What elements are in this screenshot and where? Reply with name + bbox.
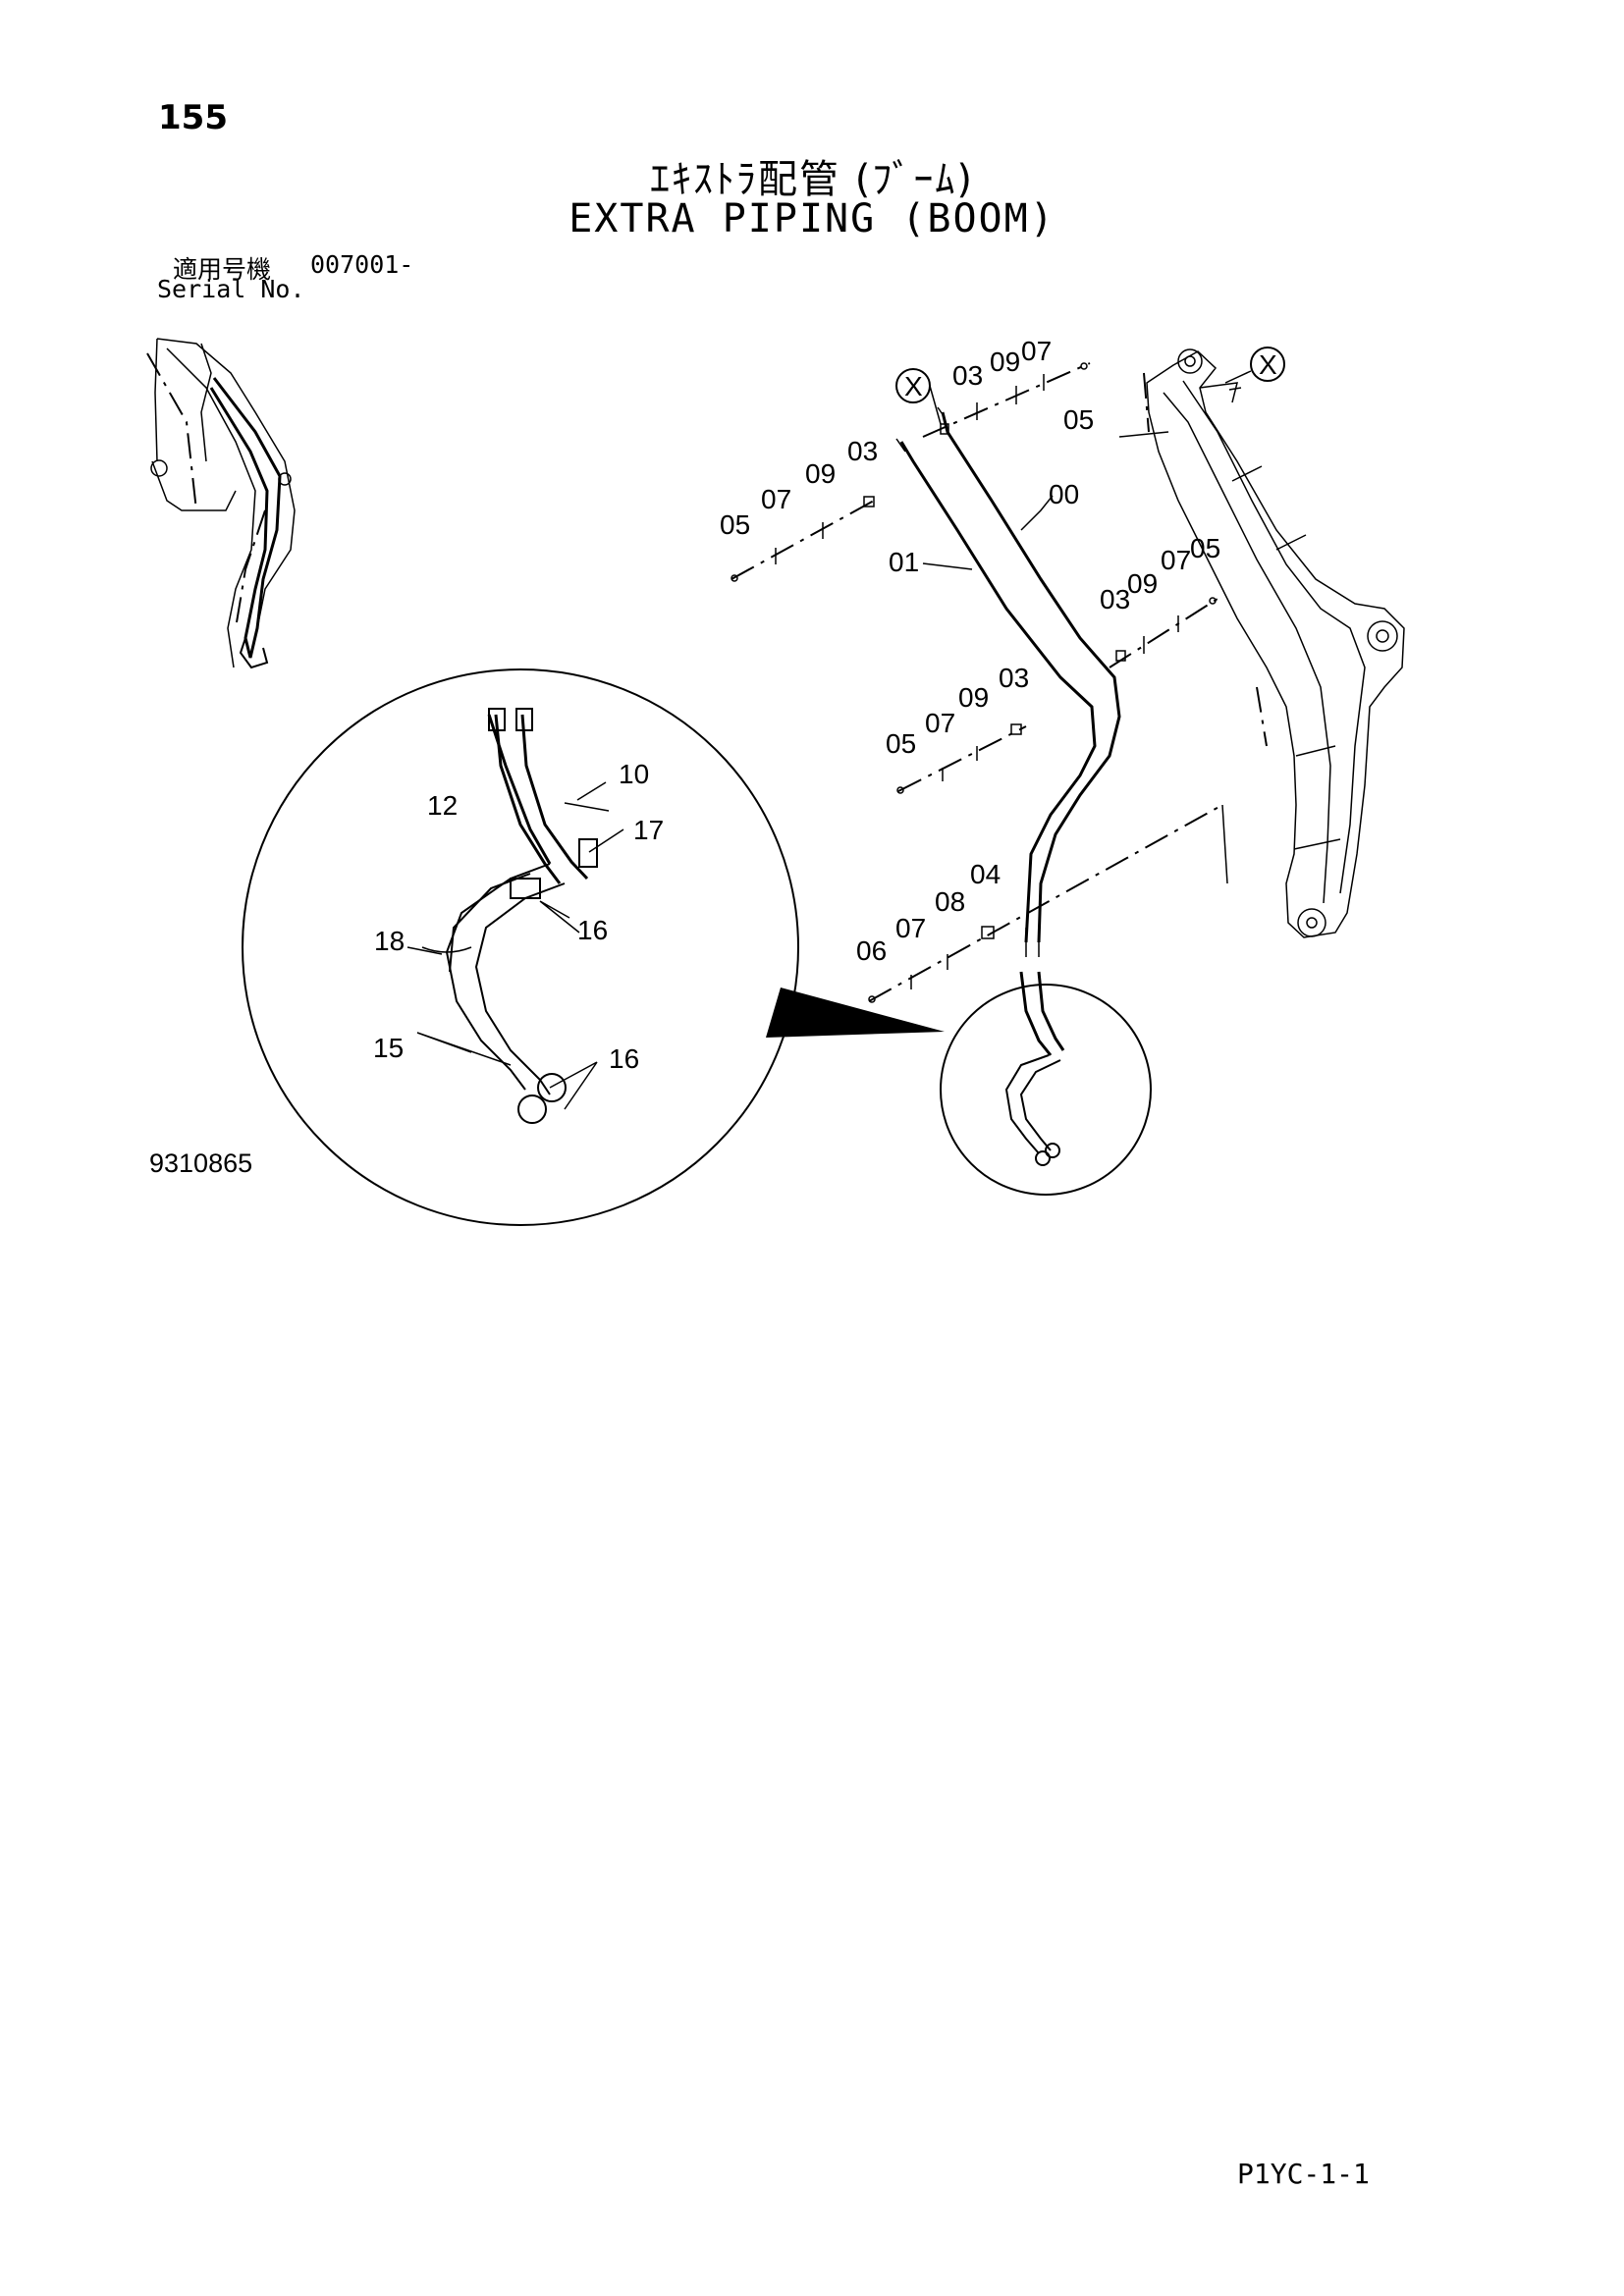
- callout-05: 05: [720, 509, 750, 540]
- callout-06: 06: [856, 935, 887, 966]
- title-english: EXTRA PIPING (BOOM): [568, 196, 1056, 241]
- svg-text:X: X: [904, 371, 923, 401]
- callout-labels: 00 01 03 09 07 05 03 09 07 05 03 09 07 0…: [373, 336, 1220, 1074]
- boom-illustration: [1143, 348, 1405, 938]
- callout-07: 07: [925, 708, 955, 738]
- callout-04: 04: [970, 859, 1001, 889]
- callout-12: 12: [427, 790, 458, 821]
- hardware-lines: [731, 362, 1228, 1002]
- callout-01: 01: [889, 547, 919, 577]
- callout-07: 07: [895, 913, 926, 943]
- detail-view-small: [940, 971, 1152, 1196]
- callout-05: 05: [1190, 533, 1220, 563]
- callout-07: 07: [1021, 336, 1052, 366]
- reference-mark-x-2: X: [1224, 347, 1285, 384]
- page-code: P1YC-1-1: [1237, 2158, 1370, 2190]
- page-number: 155: [158, 98, 228, 137]
- callout-16: 16: [577, 915, 608, 945]
- callout-07: 07: [1161, 545, 1191, 575]
- callout-09: 09: [805, 458, 836, 489]
- callout-07: 07: [761, 484, 791, 514]
- serial-label-japanese: 適用号機: [173, 255, 272, 284]
- serial-label-english: Serial No.: [157, 275, 305, 303]
- callout-18: 18: [374, 926, 405, 956]
- callout-09: 09: [958, 682, 989, 713]
- title-japanese: ｴｷｽﾄﾗ配管 (ﾌﾞｰﾑ): [650, 157, 974, 202]
- callout-10: 10: [619, 759, 649, 789]
- hardware-marks: [731, 362, 1217, 1003]
- callout-15: 15: [373, 1033, 404, 1063]
- callout-17: 17: [633, 815, 664, 845]
- pipe-assemblies: [895, 406, 1121, 957]
- callout-09: 09: [1127, 568, 1158, 599]
- callout-08: 08: [935, 886, 965, 917]
- callout-05: 05: [886, 728, 916, 759]
- callout-05: 05: [1063, 404, 1094, 435]
- callout-03: 03: [999, 663, 1029, 693]
- svg-text:X: X: [1259, 349, 1277, 380]
- leader-lines: [406, 495, 1054, 1110]
- callout-03: 03: [1100, 584, 1130, 614]
- callout-16: 16: [609, 1043, 639, 1074]
- callout-03: 03: [952, 360, 983, 391]
- overview-illustration: [146, 338, 296, 669]
- serial-value: 007001-: [310, 250, 414, 279]
- detail-view-large: [242, 668, 945, 1226]
- figure-number: 9310865: [149, 1148, 253, 1178]
- callout-09: 09: [990, 347, 1020, 377]
- callout-03: 03: [847, 436, 878, 466]
- reference-mark-x-1: X: [895, 368, 942, 425]
- callout-00: 00: [1049, 479, 1079, 509]
